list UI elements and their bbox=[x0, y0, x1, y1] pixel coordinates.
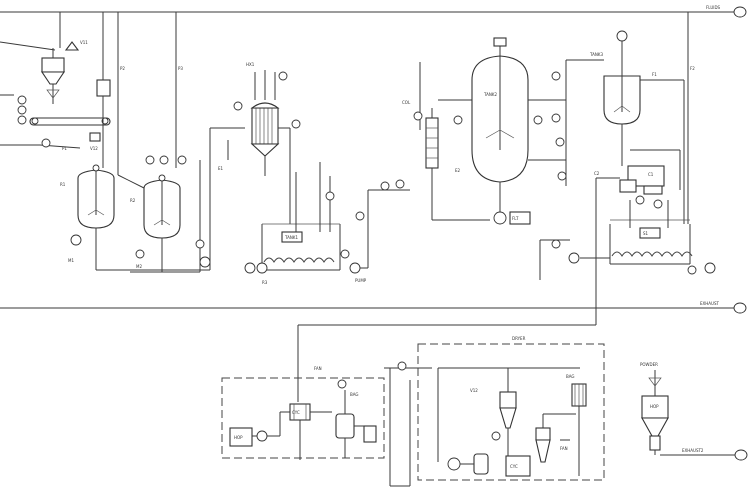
header-lines bbox=[0, 11, 738, 309]
svg-text:R1: R1 bbox=[60, 182, 66, 187]
bottom-line-label: EXHAUST2 bbox=[682, 448, 704, 453]
svg-text:FLT: FLT bbox=[512, 216, 519, 221]
mid-line-label: EXHAUST bbox=[700, 301, 719, 306]
svg-text:V11: V11 bbox=[80, 40, 88, 45]
svg-text:S1: S1 bbox=[643, 231, 649, 236]
svg-text:E2: E2 bbox=[455, 168, 461, 173]
svg-text:R2: R2 bbox=[130, 198, 136, 203]
line-end-marker-bottom: EXHAUST2 bbox=[682, 448, 748, 461]
svg-text:CYC: CYC bbox=[292, 410, 300, 415]
svg-text:FAN: FAN bbox=[560, 446, 568, 451]
svg-text:E1: E1 bbox=[218, 166, 224, 171]
svg-text:F2: F2 bbox=[690, 66, 695, 71]
left-dashed-box: HOP CYC BAG FAN bbox=[221, 366, 385, 460]
svg-text:BAG: BAG bbox=[566, 374, 575, 379]
svg-text:F1: F1 bbox=[652, 72, 657, 77]
svg-text:HX1: HX1 bbox=[246, 62, 255, 67]
large-vessel: TANK2 FLT bbox=[471, 37, 567, 225]
product-hopper: POWDER HOP bbox=[640, 362, 735, 456]
line-end-marker-top: FLUIDS bbox=[706, 5, 747, 18]
svg-text:P2: P2 bbox=[120, 66, 125, 71]
small-top-tank: P2 V12 bbox=[89, 12, 125, 175]
svg-text:R3: R3 bbox=[262, 280, 268, 285]
left-collector-pipes bbox=[96, 127, 245, 273]
small-column: COL E2 bbox=[402, 62, 490, 221]
reactor-1: R1 M1 bbox=[60, 164, 115, 270]
svg-text:HOP: HOP bbox=[234, 435, 243, 440]
svg-text:M1: M1 bbox=[68, 258, 74, 263]
svg-text:TANK3: TANK3 bbox=[589, 52, 603, 57]
right-mix-tank: TANK3 F1 F2 C1 C2 bbox=[565, 12, 695, 308]
svg-text:P3: P3 bbox=[178, 66, 183, 71]
svg-text:V12: V12 bbox=[90, 146, 98, 151]
svg-text:BAG: BAG bbox=[350, 392, 359, 397]
transfer-pump-right bbox=[539, 239, 610, 280]
svg-text:C1: C1 bbox=[648, 172, 654, 177]
svg-text:CYC: CYC bbox=[510, 464, 518, 469]
dryer-dashed-box: DRYER V12 CYC BAG FAN bbox=[417, 336, 605, 481]
svg-text:FAN: FAN bbox=[314, 366, 322, 371]
svg-text:HOP: HOP bbox=[650, 404, 659, 409]
heat-exchanger: HX1 E1 bbox=[218, 62, 301, 224]
svg-text:C2: C2 bbox=[594, 171, 600, 176]
left-feed-section: V11 P1 bbox=[0, 40, 111, 151]
line-end-marker-mid: EXHAUST bbox=[700, 301, 747, 314]
inter-box-lines bbox=[384, 361, 432, 487]
top-line-label: FLUIDS bbox=[706, 5, 721, 10]
svg-text:M2: M2 bbox=[136, 264, 142, 269]
svg-text:COL: COL bbox=[402, 100, 411, 105]
tank-1: TANK1 R3 PUMP bbox=[244, 162, 410, 285]
svg-text:V12: V12 bbox=[470, 388, 478, 393]
svg-text:P1: P1 bbox=[62, 146, 67, 151]
reactor-2: R2 M2 P3 bbox=[117, 12, 187, 272]
tank-3: S1 bbox=[609, 200, 716, 275]
drop-line bbox=[297, 308, 597, 402]
dryer-title: DRYER bbox=[512, 336, 526, 341]
svg-text:PUMP: PUMP bbox=[355, 278, 367, 283]
svg-text:TANK1: TANK1 bbox=[284, 235, 298, 240]
svg-text:TANK2: TANK2 bbox=[483, 92, 497, 97]
hopper-label: POWDER bbox=[640, 362, 658, 367]
